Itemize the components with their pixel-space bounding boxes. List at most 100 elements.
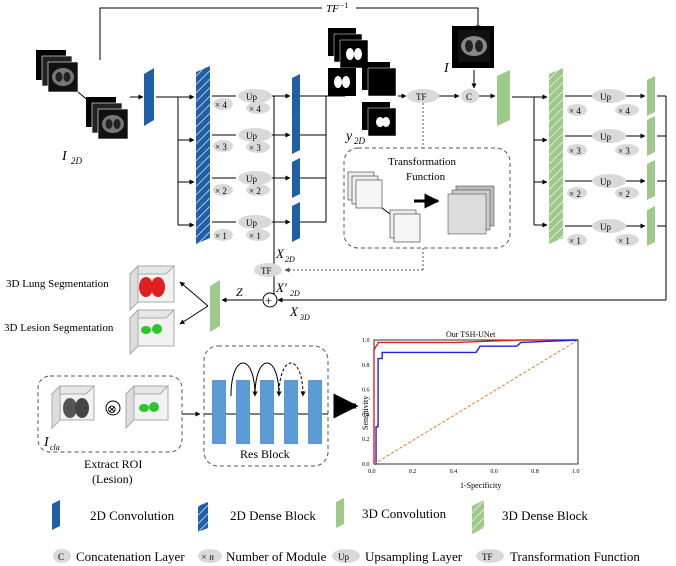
input-2d-stack: I 2D — [36, 50, 129, 166]
i2d-label: I — [61, 149, 68, 164]
dense3d-row-2: × 3 Up × 3 — [534, 114, 655, 164]
svg-text:C: C — [58, 552, 64, 562]
svg-text:Number of Module: Number of Module — [226, 549, 327, 564]
z-label: Z — [236, 285, 243, 299]
lung-seg-output: 3D Lung Segmentation — [6, 264, 176, 312]
i2d-sub: 2D — [71, 156, 83, 166]
tf-lower-node — [254, 263, 282, 277]
svg-text:× n: × n — [201, 552, 214, 562]
res-block-box: Res Block — [203, 345, 329, 467]
dense2d-row-4: × 1 Up × 1 — [178, 200, 326, 244]
input-3d-ct: I — [443, 26, 494, 76]
svg-text:⊗: ⊗ — [107, 402, 117, 416]
svg-text:× 1: × 1 — [249, 231, 261, 241]
legend-xn: × n Number of Module — [198, 549, 327, 564]
roc-ytick-label: 0.8 — [362, 363, 370, 369]
svg-text:Extract ROI: Extract ROI — [84, 457, 142, 471]
transformation-function-box: Transformation Function — [343, 147, 511, 249]
svg-text:2D Dense Block: 2D Dense Block — [230, 508, 316, 523]
roc-series-line — [374, 339, 579, 465]
svg-text:Transformation: Transformation — [388, 156, 457, 168]
dense3d-branches: × 4 Up × 4 × 3 Up × 3 — [534, 68, 667, 300]
legend: 2D Convolution 2D Dense Block 3D Convolu… — [52, 498, 640, 564]
dense3d-row-4: × 1 Up × 1 — [534, 200, 655, 246]
roc-series-line — [373, 339, 578, 464]
svg-text:Transformation Function: Transformation Function — [510, 549, 640, 564]
dense2d-branches: × 4 Up × 4 × 3 Up × 3 — [178, 66, 327, 300]
svg-text:× 2: × 2 — [215, 186, 227, 196]
i-label: I — [443, 61, 450, 76]
svg-text:TF: TF — [261, 266, 272, 276]
svg-text:× 3: × 3 — [569, 146, 581, 156]
tf-inverse-label: TF — [326, 3, 339, 15]
svg-text:Up: Up — [246, 218, 257, 228]
tf-node — [407, 89, 439, 103]
roc-plot-area — [373, 339, 579, 465]
svg-text:× 2: × 2 — [569, 189, 581, 199]
legend-up: Up Upsampling Layer — [332, 549, 463, 564]
y2d-mask-stack: y 2D — [328, 28, 397, 146]
roc-ylabel: Sensitivity — [361, 396, 370, 430]
svg-text:Up: Up — [600, 92, 611, 102]
lesion-seg-output: 3D Lesion Segmentation — [4, 308, 176, 356]
svg-text:3D: 3D — [299, 313, 310, 322]
svg-text:× 4: × 4 — [618, 106, 630, 116]
svg-text:2D: 2D — [290, 289, 300, 298]
svg-text:3D Lesion Segmentation: 3D Lesion Segmentation — [4, 322, 114, 334]
conv3d-input-block — [497, 70, 510, 126]
conv2d-swatch — [52, 500, 60, 530]
extract-roi-box: ⊗ I cla Extract ROI (Lesion) — [37, 375, 183, 486]
svg-text:Upsampling Layer: Upsampling Layer — [365, 549, 463, 564]
svg-text:3D Lung Segmentation: 3D Lung Segmentation — [6, 278, 109, 290]
tf-inverse-connection: TF −1 — [99, 1, 481, 60]
svg-text:× 1: × 1 — [618, 236, 630, 246]
svg-text:Concatenation Layer: Concatenation Layer — [76, 549, 185, 564]
roc-ytick-label: 0.0 — [362, 462, 370, 468]
svg-text:Up: Up — [338, 552, 349, 562]
svg-text:2D: 2D — [354, 136, 366, 146]
legend-dense2d: 2D Dense Block — [198, 502, 316, 532]
up-label: Up — [246, 92, 257, 102]
svg-text:× 3: × 3 — [618, 146, 630, 156]
mult-label: × 4 — [215, 100, 227, 110]
legend-dense3d: 3D Dense Block — [472, 500, 588, 534]
y2d-label: y — [344, 129, 353, 144]
tf-inverse-sup: −1 — [340, 1, 349, 10]
roc-title: Our TSH-UNet — [446, 330, 496, 339]
svg-text:2D Convolution: 2D Convolution — [90, 508, 175, 523]
svg-text:2D: 2D — [285, 255, 295, 264]
svg-text:× 2: × 2 — [618, 189, 630, 199]
svg-text:Up: Up — [246, 174, 257, 184]
x2d-prime-label: X′ — [275, 280, 287, 295]
svg-text:(Lesion): (Lesion) — [92, 472, 133, 486]
roc-xtick-label: 0.4 — [450, 469, 458, 475]
roc-xtick-label: 1.0 — [572, 469, 580, 475]
plus-node — [262, 292, 278, 308]
svg-text:× 2: × 2 — [249, 186, 261, 196]
x2d-label: X — [275, 246, 285, 261]
dense3d-row-3: × 2 Up × 2 — [534, 158, 655, 206]
svg-text:TF: TF — [416, 92, 427, 102]
roc-xtick-label: 0.6 — [490, 469, 498, 475]
svg-text:cla: cla — [50, 443, 60, 452]
svg-text:× 4: × 4 — [569, 106, 581, 116]
legend-conv2d: 2D Convolution — [52, 500, 175, 530]
x3d-label: X — [289, 304, 299, 319]
svg-text:Res Block: Res Block — [240, 447, 290, 461]
dense2d-row-2: × 3 Up × 3 — [178, 112, 326, 164]
legend-tf: TF Transformation Function — [476, 549, 640, 564]
legend-concat: C Concatenation Layer — [53, 549, 185, 564]
legend-conv3d: 3D Convolution — [336, 498, 447, 528]
svg-text:Up: Up — [246, 131, 257, 141]
roc-xtick-label: 0.8 — [531, 469, 539, 475]
svg-text:× 1: × 1 — [215, 231, 227, 241]
roc-ytick-label: 0.4 — [362, 412, 370, 418]
svg-text:C: C — [466, 92, 472, 102]
roc-xtick-label: 0.0 — [368, 469, 376, 475]
conv2d-input-block — [144, 68, 154, 126]
roc-ytick-label: 0.6 — [362, 388, 370, 394]
svg-text:× 3: × 3 — [215, 142, 227, 152]
roc-ytick-label: 0.2 — [362, 437, 370, 443]
